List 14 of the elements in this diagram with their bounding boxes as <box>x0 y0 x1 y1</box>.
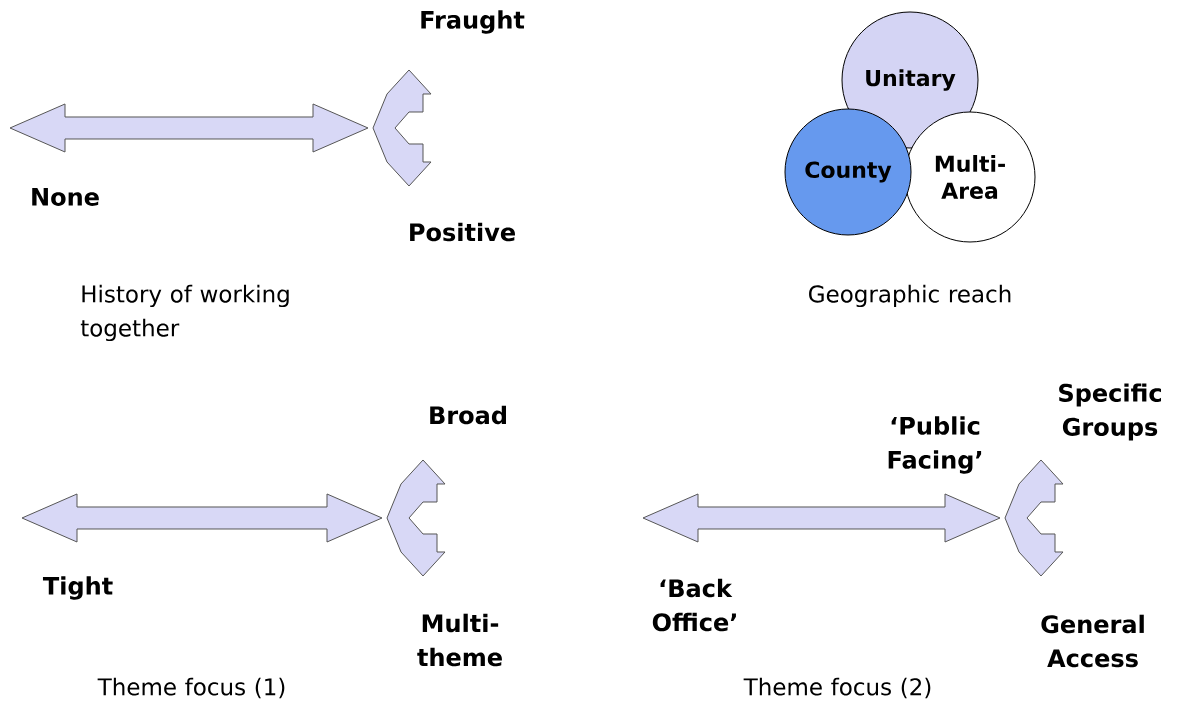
end-label: General Access <box>1041 614 1144 668</box>
end-label: ‘Back Office’ <box>652 578 736 632</box>
caption: Theme focus (2) <box>743 677 931 699</box>
end-label: Positive <box>410 222 515 242</box>
end-label: Specific Groups <box>1059 383 1161 441</box>
end-label: Tight <box>42 576 113 600</box>
caption: History of working together <box>80 284 289 342</box>
end-label: Broad <box>430 405 506 425</box>
caption: Geographic reach <box>809 284 1011 308</box>
caption: Theme focus (1) <box>97 677 285 699</box>
end-label: Multi-theme <box>417 613 502 667</box>
end-label: ‘Public Facing’ <box>888 416 982 474</box>
end-label: Fraught <box>421 10 525 34</box>
end-label: None <box>32 188 99 206</box>
